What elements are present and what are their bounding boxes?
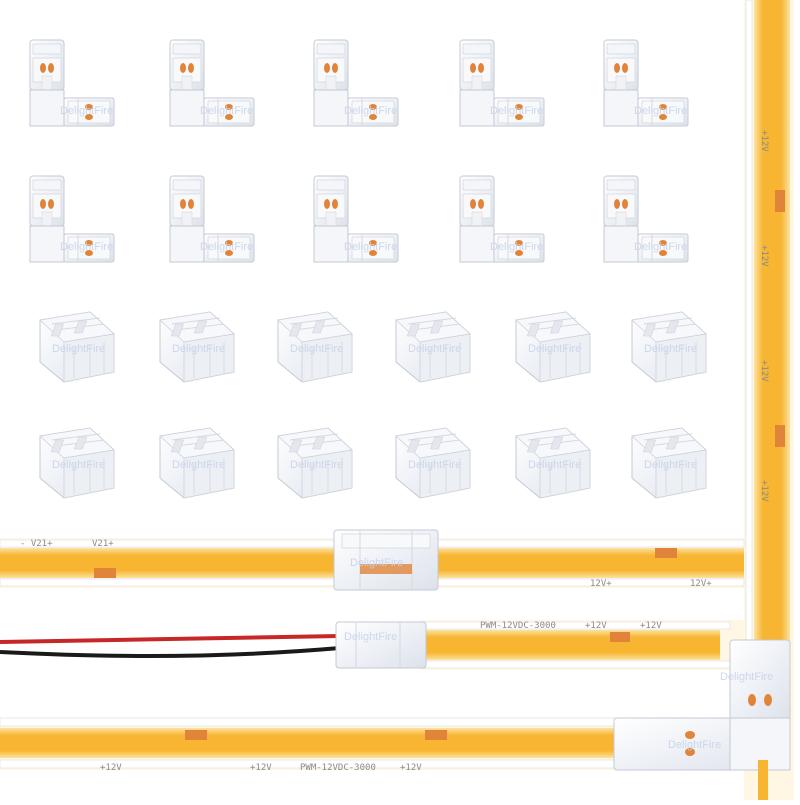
svg-text:12V+: 12V+ [590, 579, 612, 589]
strip-with-l-connector: +12V +12V PWM-12VDC-3000 +12V DelightFir… [0, 639, 791, 800]
svg-text:PWM-12VDC-3000: PWM-12VDC-3000 [300, 763, 376, 773]
straight-connector-grid [39, 311, 707, 499]
svg-text:+12V: +12V [250, 763, 272, 773]
svg-text:+12V: +12V [759, 480, 769, 502]
svg-text:+12V: +12V [759, 245, 769, 267]
svg-text:DelightFire: DelightFire [350, 557, 403, 569]
svg-text:+12V: +12V [585, 621, 607, 631]
l-connector-grid [29, 39, 689, 263]
svg-text:+12V: +12V [640, 621, 662, 631]
svg-text:+12V: +12V [100, 763, 122, 773]
svg-text:DelightFire: DelightFire [344, 631, 397, 643]
svg-text:DelightFire: DelightFire [668, 739, 721, 751]
svg-text:DelightFire: DelightFire [720, 671, 773, 683]
svg-text:12V+: 12V+ [690, 579, 712, 589]
svg-text:+12V: +12V [759, 130, 769, 152]
svg-text:+12V: +12V [400, 763, 422, 773]
strip-with-wire-connector: PWM-12VDC-3000 +12V +12V DelightFire [0, 620, 744, 670]
strip-joined-by-connector: - V21+ V21+ 12V+ 12V+ DelightFire [0, 529, 745, 591]
svg-text:V21+: V21+ [92, 539, 114, 549]
svg-text:+12V: +12V [759, 360, 769, 382]
svg-text:- V21+: - V21+ [20, 539, 53, 549]
svg-text:PWM-12VDC-3000: PWM-12VDC-3000 [480, 621, 556, 631]
